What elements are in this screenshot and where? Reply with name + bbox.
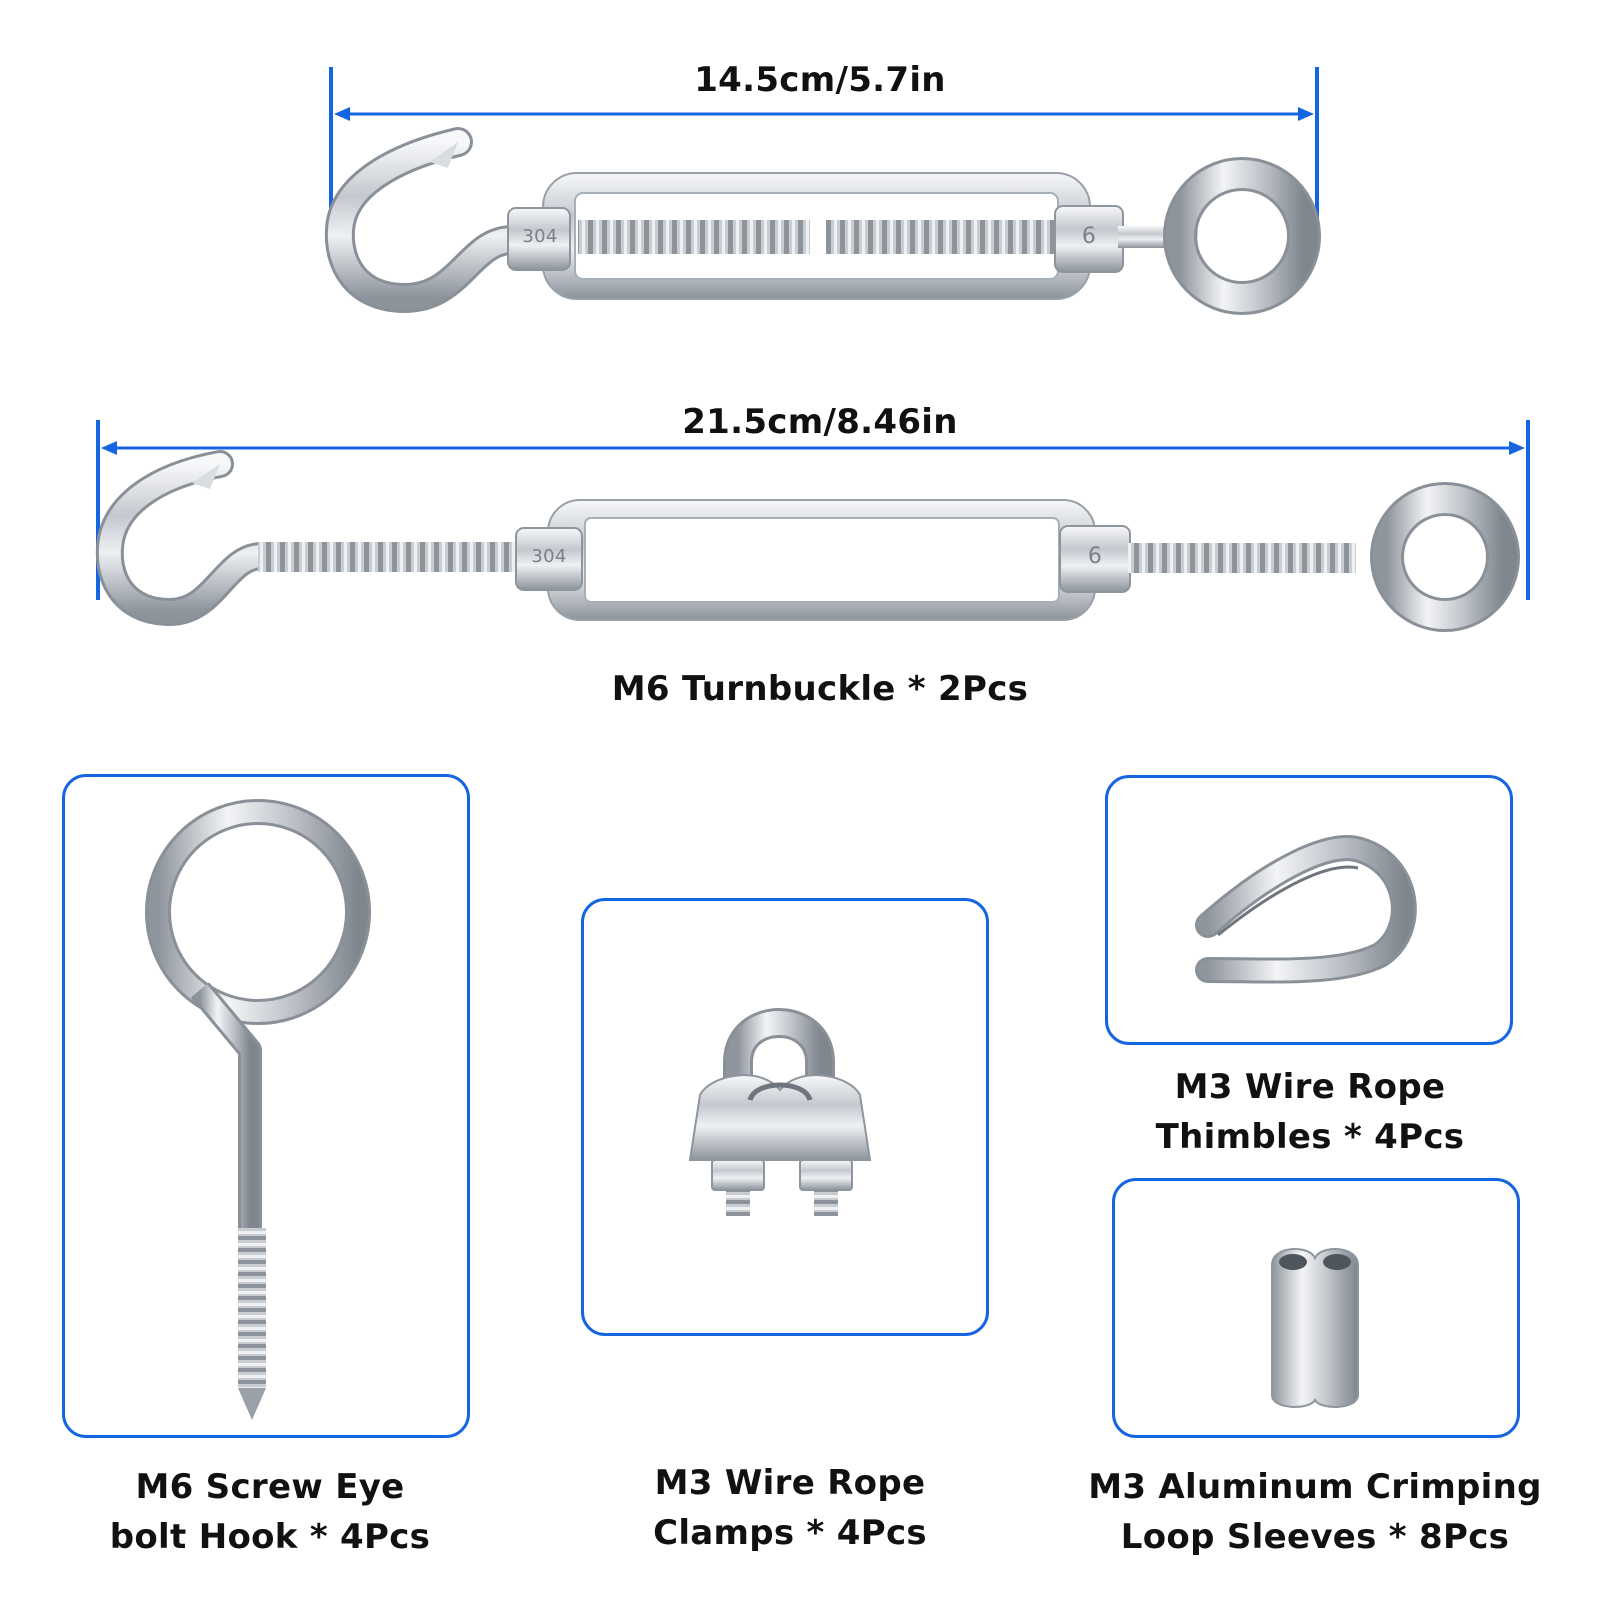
screw-eye-caption-line2: bolt Hook * 4Pcs xyxy=(109,1517,431,1557)
clamps-caption-line1: M3 Wire Rope xyxy=(654,1463,926,1503)
stamp-304-long: 304 xyxy=(531,546,567,567)
stamp-6-long: 6 xyxy=(1087,544,1103,569)
wire-rope-clamp xyxy=(688,1008,872,1216)
thimble-panel xyxy=(1105,775,1513,1045)
screw-eye-caption: M6 Screw Eye bolt Hook * 4Pcs xyxy=(60,1462,480,1562)
thimbles-caption-line1: M3 Wire Rope xyxy=(1174,1067,1446,1107)
aluminum-crimping-sleeve xyxy=(1271,1247,1359,1408)
short-turnbuckle xyxy=(324,127,1321,315)
thimbles-caption: M3 Wire Rope Thimbles * 4Pcs xyxy=(1100,1062,1520,1162)
stamp-6-short: 6 xyxy=(1081,224,1097,249)
dimension-label-long: 21.5cm/8.46in xyxy=(682,402,958,442)
stamp-304-short: 304 xyxy=(522,226,558,247)
long-turnbuckle xyxy=(95,450,1520,632)
clamps-caption-line2: Clamps * 4Pcs xyxy=(653,1513,927,1553)
sleeves-caption-line2: Loop Sleeves * 8Pcs xyxy=(1120,1517,1510,1557)
sleeves-caption-line1: M3 Aluminum Crimping xyxy=(1088,1467,1542,1507)
clamps-caption: M3 Wire Rope Clamps * 4Pcs xyxy=(580,1458,1000,1558)
screw-eye-caption-line1: M6 Screw Eye xyxy=(135,1467,405,1507)
dimension-label-short: 14.5cm/5.7in xyxy=(694,60,946,100)
wire-rope-thimble xyxy=(1195,835,1417,984)
screw-eye-bolt xyxy=(145,799,371,1420)
thimbles-caption-line2: Thimbles * 4Pcs xyxy=(1155,1117,1465,1157)
sleeves-caption: M3 Aluminum Crimping Loop Sleeves * 8Pcs xyxy=(1040,1462,1590,1562)
turnbuckle-caption: M6 Turnbuckle * 2Pcs xyxy=(611,669,1029,709)
